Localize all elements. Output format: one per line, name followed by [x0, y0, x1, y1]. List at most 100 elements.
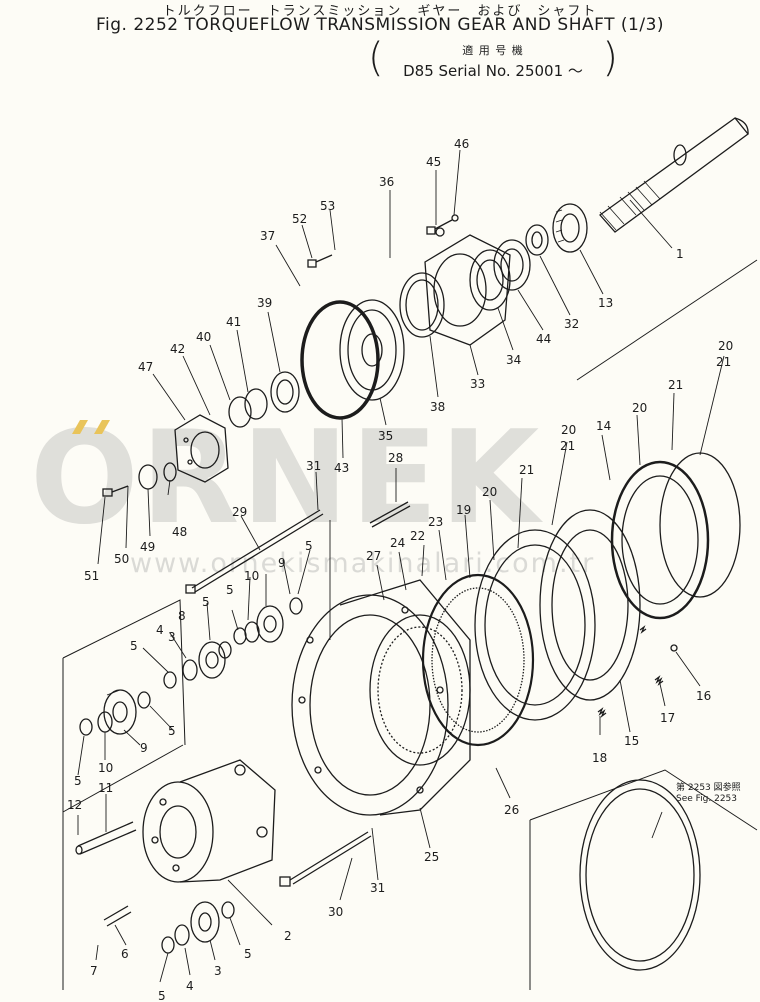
callout-2: 2 [284, 929, 292, 943]
long-bolt-29 [185, 509, 324, 594]
retainer-33 [424, 214, 511, 346]
callout-41: 41 [226, 315, 241, 329]
springs-16-17-18 [597, 625, 678, 718]
washers-40-41 [228, 388, 268, 428]
o-ring-43 [300, 300, 380, 420]
callout-9a: 9 [140, 741, 148, 755]
callout-19: 19 [456, 503, 471, 517]
callout-labels: 1 2 3 3 4 4 5 5 5 5 5 5 5 5 6 7 8 9 9 10… [67, 137, 733, 1002]
see-reference-jp: 第 2253 図参照 [676, 783, 741, 793]
callout-27: 27 [366, 549, 381, 563]
callout-24: 24 [390, 536, 405, 550]
callout-3a: 3 [214, 964, 222, 978]
carrier-47 [174, 414, 229, 483]
callout-32: 32 [564, 317, 579, 331]
callout-50: 50 [114, 552, 129, 566]
callout-4a: 4 [186, 979, 194, 993]
callout-6: 6 [121, 947, 129, 961]
piston-15 [539, 509, 641, 701]
seal-ring-38 [399, 272, 445, 338]
callout-52: 52 [292, 212, 307, 226]
callout-10b: 10 [244, 569, 259, 583]
callout-5b: 5 [168, 724, 176, 738]
callout-47: 47 [138, 360, 153, 374]
callout-23: 23 [428, 515, 443, 529]
explode-group-lines [62, 259, 758, 990]
callout-21a: 21 [716, 355, 731, 369]
callout-21d: 21 [519, 463, 534, 477]
callout-15: 15 [624, 734, 639, 748]
callout-20c: 20 [561, 423, 576, 437]
applicability-block: ( ) 適 用 号 機 D85 Serial No. 25001 ～ [368, 35, 618, 86]
collar-32 [525, 224, 549, 256]
figure-title: Fig. 2252 TORQUEFLOW TRANSMISSION GEAR A… [95, 15, 665, 35]
bolts-51-52-45 [102, 219, 453, 497]
callout-45: 45 [426, 155, 441, 169]
callout-21c: 21 [560, 439, 575, 453]
callout-5c: 5 [74, 774, 82, 788]
callout-31b: 31 [370, 881, 385, 895]
callout-5d: 5 [244, 947, 252, 961]
callout-5a: 5 [130, 639, 138, 653]
callout-5g: 5 [226, 583, 234, 597]
thrust-washers [79, 597, 303, 954]
callout-13: 13 [598, 296, 613, 310]
bearing-34 [469, 249, 511, 311]
bearing-13 [552, 203, 588, 253]
callout-49: 49 [140, 540, 155, 554]
callout-4b: 4 [156, 623, 164, 637]
clutch-plate-19 [421, 573, 535, 747]
ring-gear-27 [369, 614, 471, 766]
see-figure-reference: 第 2253 図参照 See Fig. 2253 [676, 783, 741, 805]
callout-5h: 5 [305, 539, 313, 553]
callout-42: 42 [170, 342, 185, 356]
right-paren: ) [602, 35, 618, 81]
plates-14-20-21 [610, 452, 741, 620]
callout-43: 43 [334, 461, 349, 475]
callout-17: 17 [660, 711, 675, 725]
callout-22: 22 [410, 529, 425, 543]
part-drawings [62, 117, 758, 990]
see-reference-en: See Fig. 2253 [676, 794, 738, 804]
bearing-44 [493, 239, 531, 291]
callout-33: 33 [470, 377, 485, 391]
carrier-2 [142, 759, 276, 883]
callout-25: 25 [424, 850, 439, 864]
callout-5f: 5 [202, 595, 210, 609]
callout-28: 28 [388, 451, 403, 465]
watermark-accent-mark [72, 420, 110, 434]
left-paren: ( [368, 35, 384, 81]
callout-1: 1 [676, 247, 684, 261]
callout-36: 36 [379, 175, 394, 189]
callout-38: 38 [430, 400, 445, 414]
callout-40: 40 [196, 330, 211, 344]
callout-20d: 20 [482, 485, 497, 499]
output-shaft [599, 117, 749, 233]
washers-48-49 [138, 462, 177, 490]
callout-11: 11 [98, 781, 113, 795]
callout-31a: 31 [306, 459, 321, 473]
callout-18: 18 [592, 751, 607, 765]
callout-3b: 3 [168, 630, 176, 644]
callout-14: 14 [596, 419, 611, 433]
callout-53: 53 [320, 199, 335, 213]
callout-16: 16 [696, 689, 711, 703]
callout-30: 30 [328, 905, 343, 919]
cage-35 [339, 299, 405, 401]
housing-25 [291, 579, 471, 816]
pin-28 [369, 501, 411, 528]
callout-20b: 20 [632, 401, 647, 415]
plate-fig-2253 [579, 779, 701, 971]
watermark-url: www.ornekismakinalari.com.tr [130, 548, 596, 579]
callout-12: 12 [67, 798, 82, 812]
pin-11-and-6 [75, 821, 137, 927]
callout-48: 48 [172, 525, 187, 539]
callout-51: 51 [84, 569, 99, 583]
callout-20a: 20 [718, 339, 733, 353]
callout-46: 46 [454, 137, 469, 151]
callout-10a: 10 [98, 761, 113, 775]
callout-44: 44 [536, 332, 551, 346]
leader-lines [77, 149, 725, 983]
